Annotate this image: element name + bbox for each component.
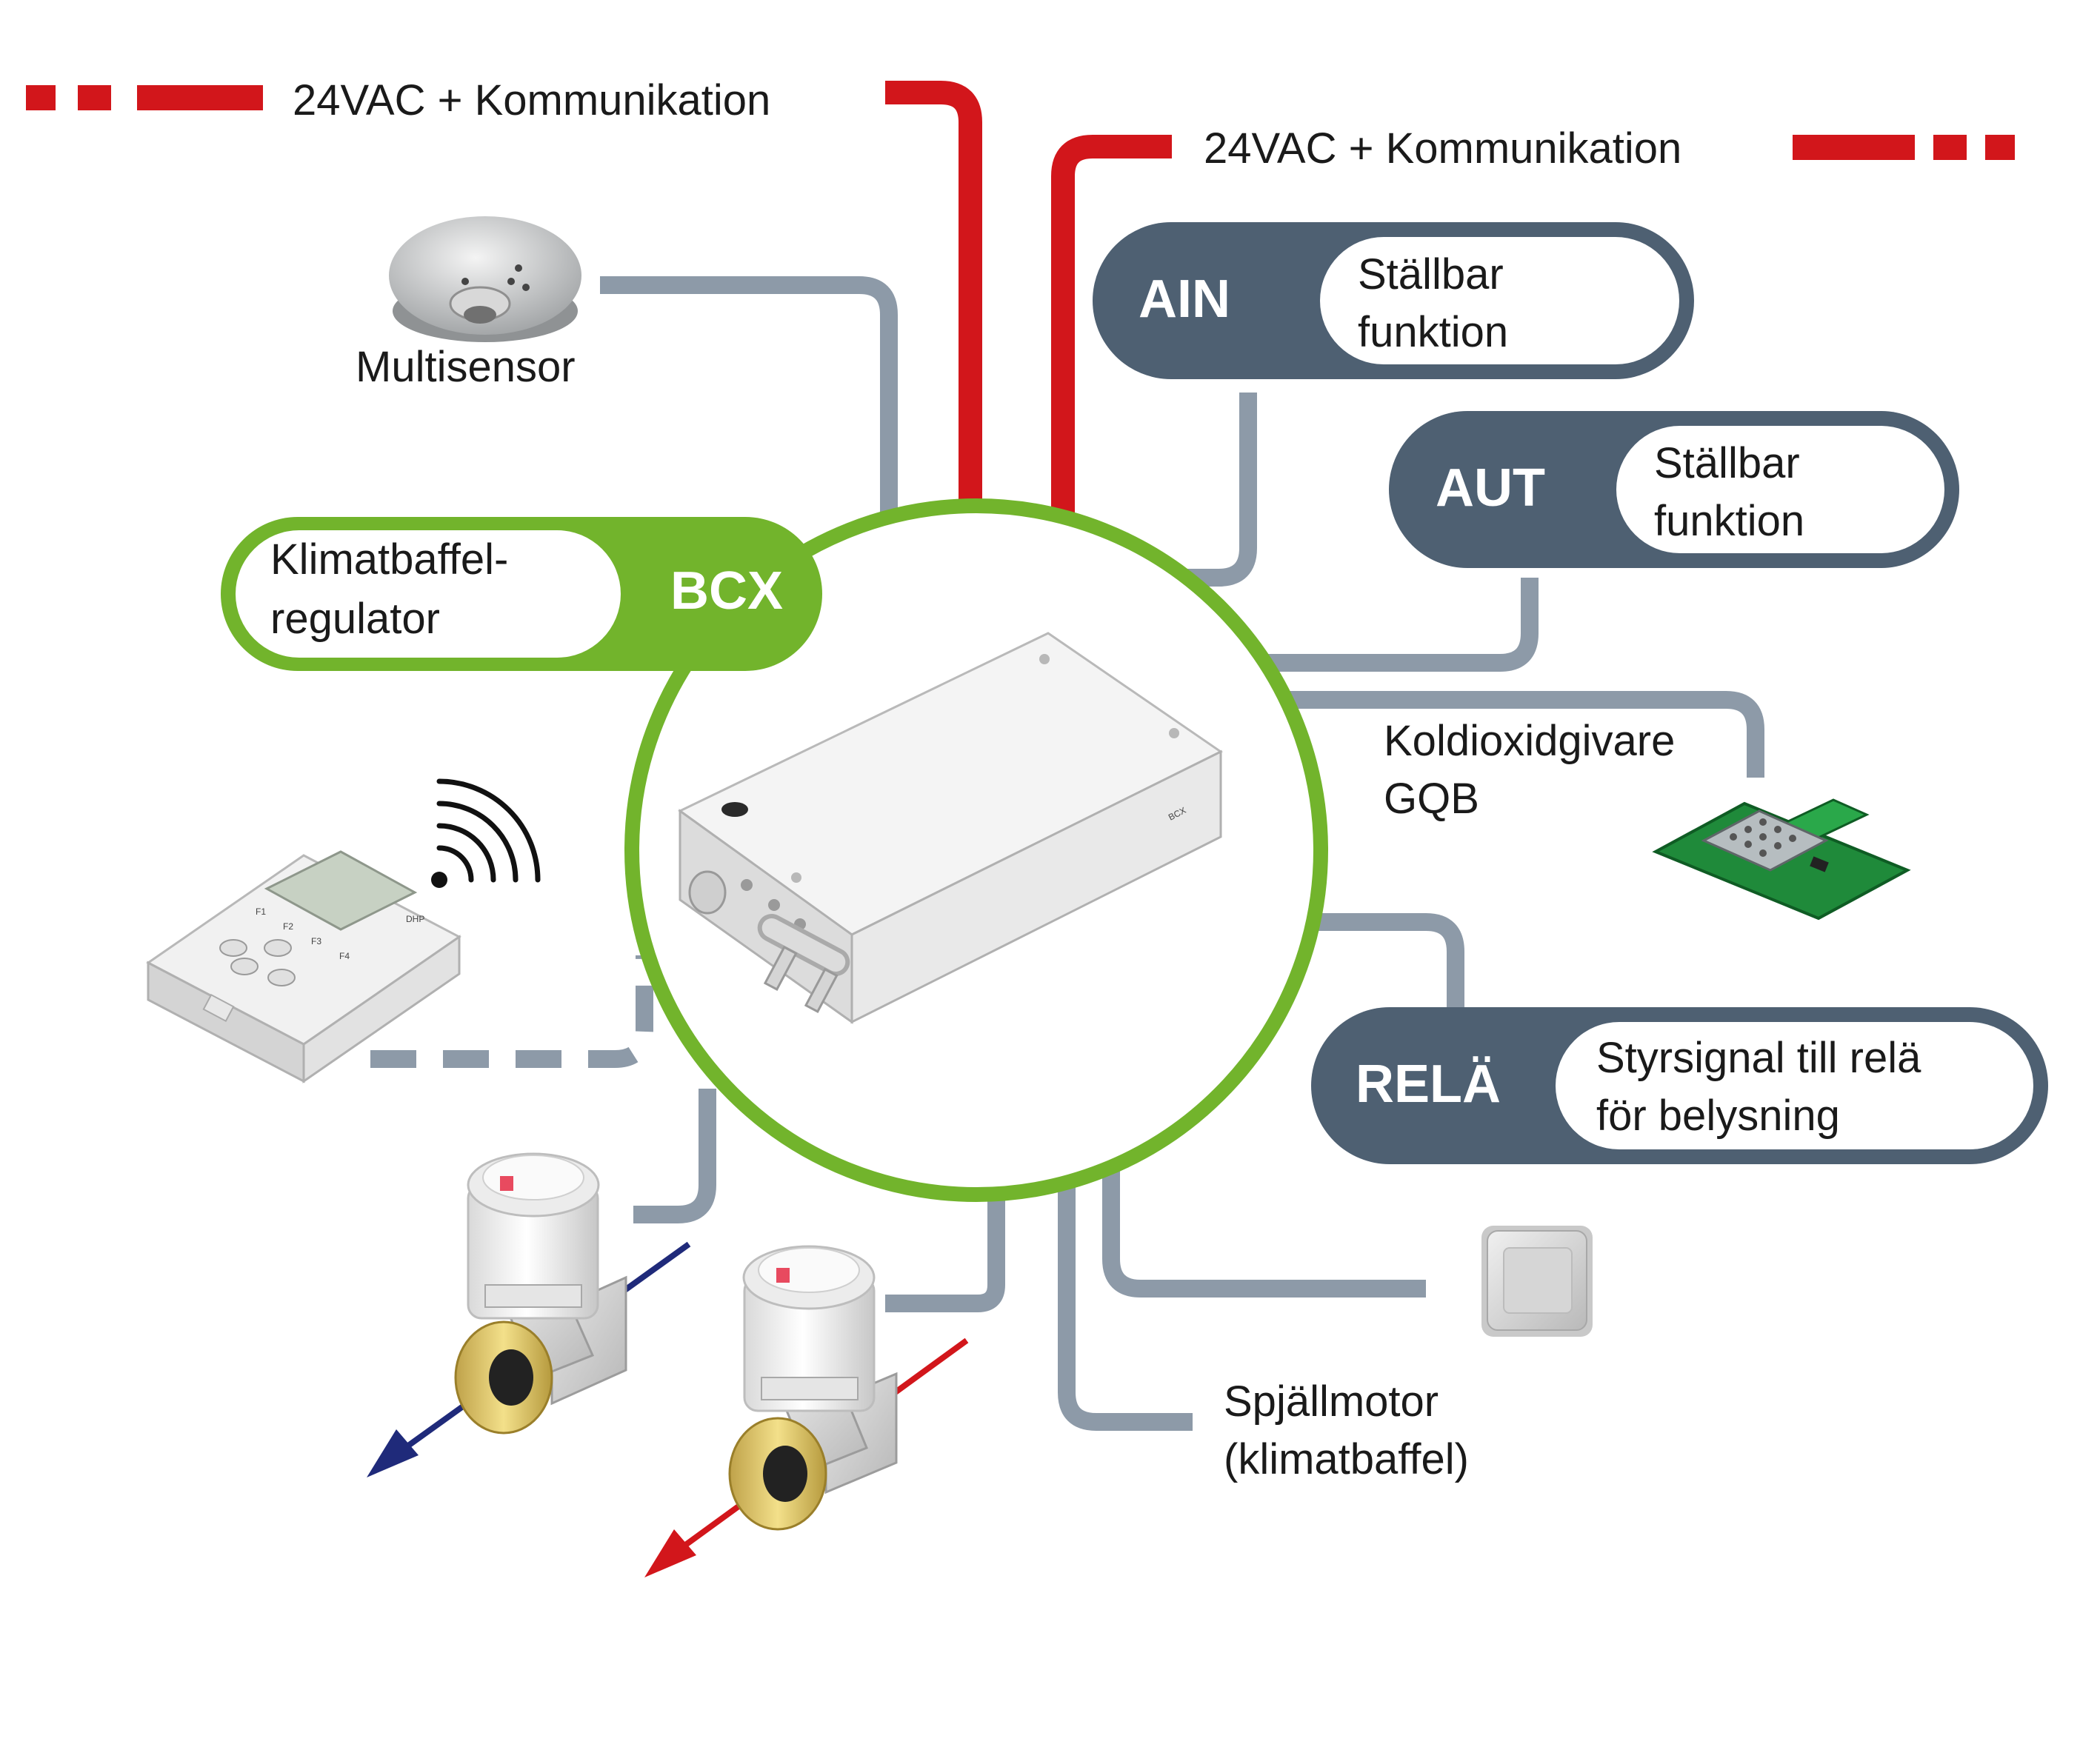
wireless-signal-icon bbox=[431, 778, 541, 888]
bcx-label-line2: regulator bbox=[270, 595, 440, 643]
dhp-down-button[interactable] bbox=[230, 958, 259, 975]
bcx-tag: BCX bbox=[670, 561, 783, 621]
dhp-key-f3: F3 bbox=[311, 936, 321, 946]
wire-multisensor bbox=[600, 276, 898, 518]
power-label-right: 24VAC + Kommunikation bbox=[1204, 124, 1681, 173]
rela-tag: RELÄ bbox=[1356, 1055, 1501, 1114]
rela-line2: för belysning bbox=[1596, 1092, 1840, 1140]
rela-line1: Styrsignal till relä bbox=[1596, 1034, 1921, 1082]
multisensor-device bbox=[389, 216, 581, 342]
wire-valve-1 bbox=[633, 1089, 716, 1223]
dhp-enter-button[interactable] bbox=[267, 969, 296, 986]
wire-co2 bbox=[1252, 691, 1764, 778]
wire-damper bbox=[1058, 1163, 1193, 1431]
wire-switch bbox=[1102, 1137, 1426, 1298]
aut-line1: Ställbar bbox=[1654, 439, 1800, 487]
dhp-key-f1: F1 bbox=[256, 906, 266, 917]
dhp-hand-terminal: DHP F1 F2 F3 F4 bbox=[146, 850, 461, 1083]
ain-pill: AIN Ställbar funktion bbox=[1093, 222, 1694, 379]
dhp-back-button[interactable] bbox=[219, 939, 247, 957]
dhp-key-f2: F2 bbox=[283, 921, 293, 932]
aut-line2: funktion bbox=[1654, 497, 1804, 545]
wire-hand-terminal-dashed bbox=[370, 955, 653, 1068]
wall-switch bbox=[1481, 1226, 1593, 1337]
dhp-up-button[interactable] bbox=[264, 939, 292, 957]
multisensor-label: Multisensor bbox=[356, 343, 576, 391]
valve-hot bbox=[644, 1245, 969, 1577]
wire-ain bbox=[1167, 393, 1257, 587]
ain-tag: AIN bbox=[1139, 270, 1230, 329]
damper-label-line2: (klimatbaffel) bbox=[1224, 1435, 1469, 1483]
bcx-label-line1: Klimatbaffel- bbox=[270, 535, 508, 584]
ain-line1: Ställbar bbox=[1358, 250, 1504, 298]
wire-valve-2 bbox=[885, 1178, 1005, 1312]
co2-label-line2: GQB bbox=[1384, 775, 1479, 823]
power-wires bbox=[885, 81, 1172, 526]
bcx-controller-unit: BCX bbox=[678, 632, 1223, 1024]
valve-cold bbox=[367, 1152, 691, 1477]
power-label-left: 24VAC + Kommunikation bbox=[293, 76, 770, 124]
power-wire-left bbox=[885, 81, 982, 518]
dhp-key-f4: F4 bbox=[339, 951, 350, 961]
cold-flow-arrow-icon bbox=[367, 1429, 419, 1477]
power-wire-right bbox=[1051, 135, 1172, 526]
co2-sensor-board bbox=[1652, 798, 1911, 921]
wire-rela bbox=[1285, 913, 1464, 1007]
rela-pill: RELÄ Styrsignal till relä för belysning bbox=[1311, 1007, 2048, 1164]
co2-label-line1: Koldioxidgivare bbox=[1384, 717, 1675, 765]
wire-aut bbox=[1233, 578, 1539, 672]
ain-line2: funktion bbox=[1358, 308, 1508, 356]
dhp-brand: DHP bbox=[406, 914, 424, 924]
damper-label-line1: Spjällmotor bbox=[1224, 1377, 1439, 1426]
signal-wires bbox=[600, 276, 1764, 1431]
hot-flow-arrow-icon bbox=[644, 1529, 696, 1577]
aut-tag: AUT bbox=[1436, 458, 1545, 518]
power-dashes-left bbox=[26, 85, 263, 110]
bcx-pill: BCX Klimatbaffel- regulator bbox=[221, 517, 822, 671]
power-dashes-right bbox=[1793, 135, 2015, 160]
aut-pill: AUT Ställbar funktion bbox=[1389, 411, 1959, 568]
